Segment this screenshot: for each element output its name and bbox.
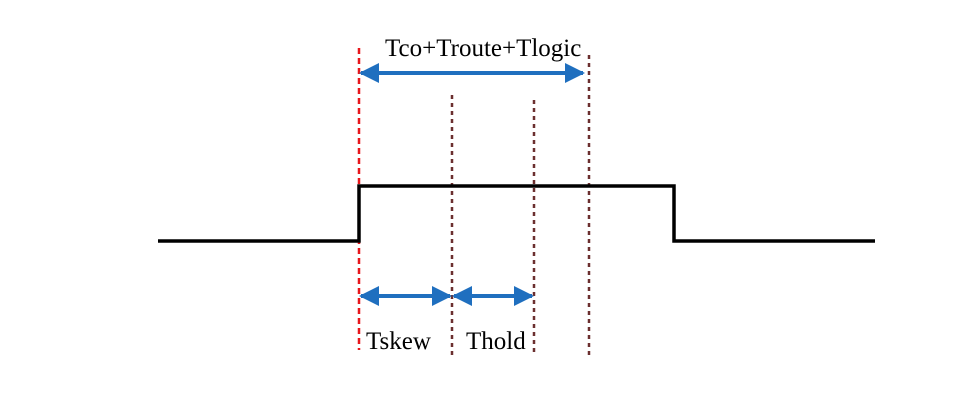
skew-label: Tskew bbox=[366, 328, 431, 355]
total-delay-label: Tco+Troute+Tlogic bbox=[385, 35, 581, 62]
signal-waveform bbox=[158, 184, 875, 243]
hold-label: Thold bbox=[466, 328, 526, 355]
